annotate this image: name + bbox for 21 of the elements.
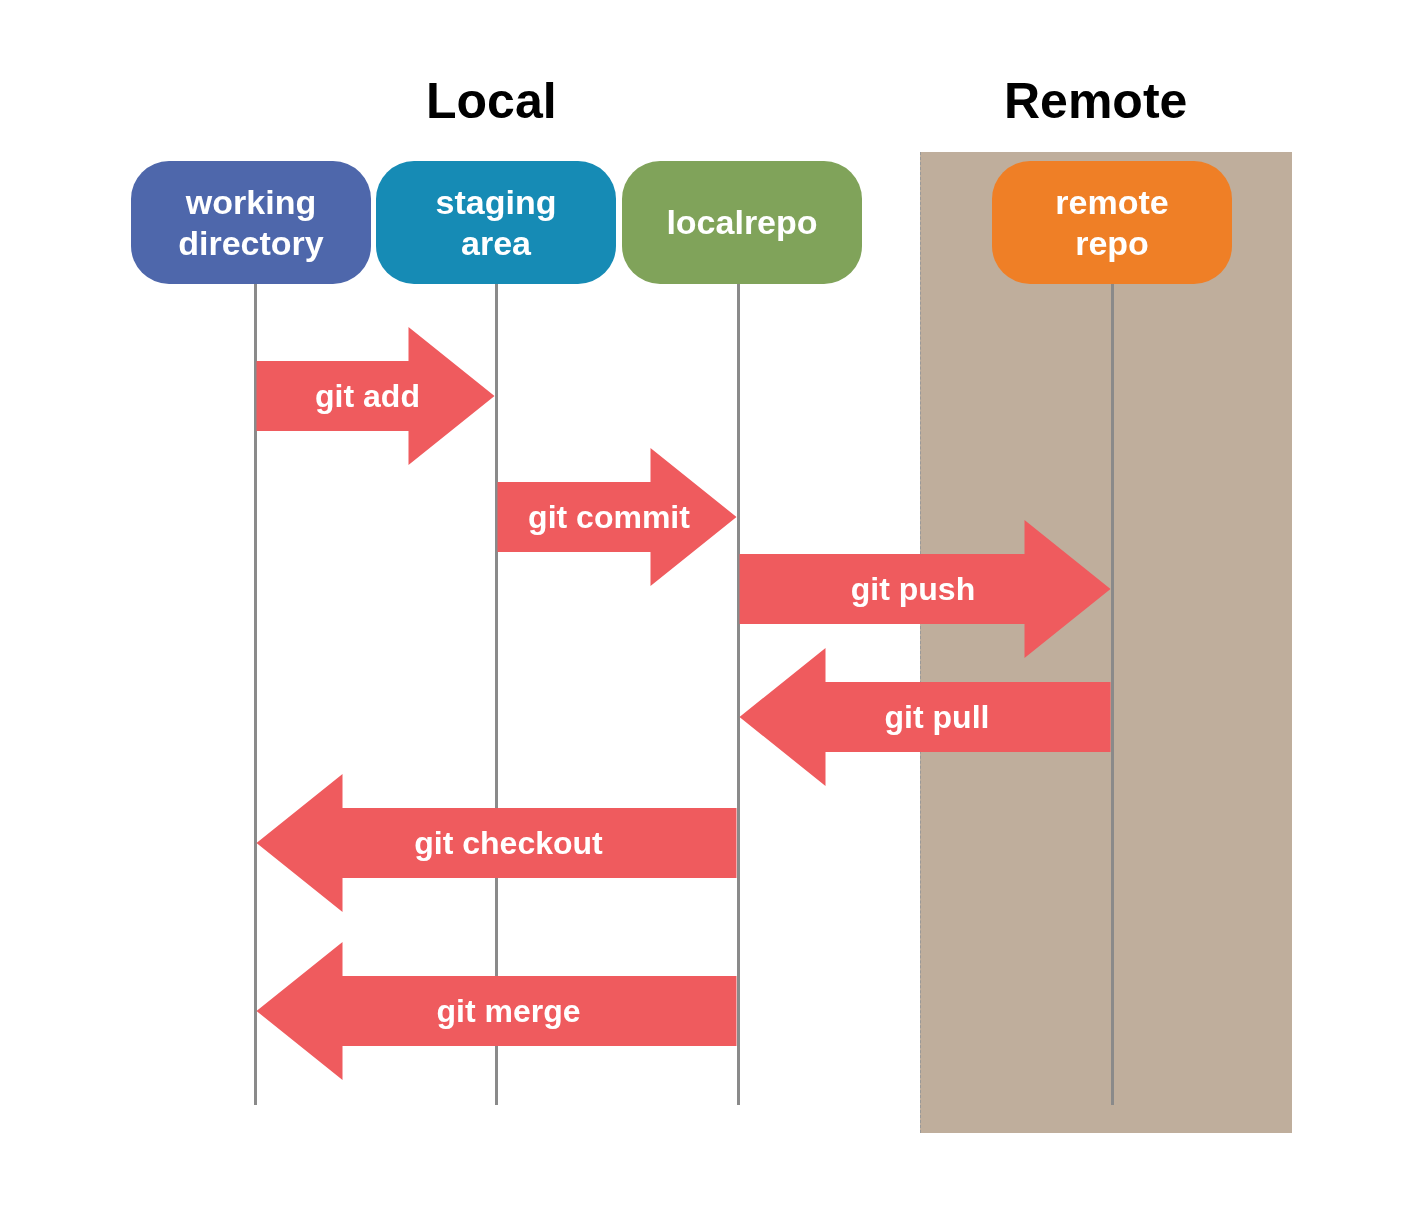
block-arrow xyxy=(256,942,737,1080)
lane-header-box: working directory xyxy=(131,161,371,284)
lifeline xyxy=(1110,284,1114,1105)
edge-label: git merge xyxy=(436,992,581,1030)
block-arrow xyxy=(256,774,737,912)
block-arrow xyxy=(739,648,1111,786)
edge-label: git checkout xyxy=(414,824,603,862)
lane-header-box: staging area xyxy=(376,161,616,284)
lifeline xyxy=(736,284,740,1105)
column-heading: Remote xyxy=(1004,72,1188,130)
block-arrow xyxy=(256,327,495,465)
lifeline xyxy=(253,284,257,1105)
edge-label: git add xyxy=(315,377,420,415)
block-arrow xyxy=(497,448,737,586)
lane-header-box: localrepo xyxy=(622,161,862,284)
column-heading: Local xyxy=(426,72,557,130)
edge-label: git commit xyxy=(528,498,690,536)
edge-label: git push xyxy=(850,570,976,608)
lane-header-box: remote repo xyxy=(992,161,1232,284)
edge-label: git pull xyxy=(884,698,990,736)
block-arrow xyxy=(739,520,1111,658)
